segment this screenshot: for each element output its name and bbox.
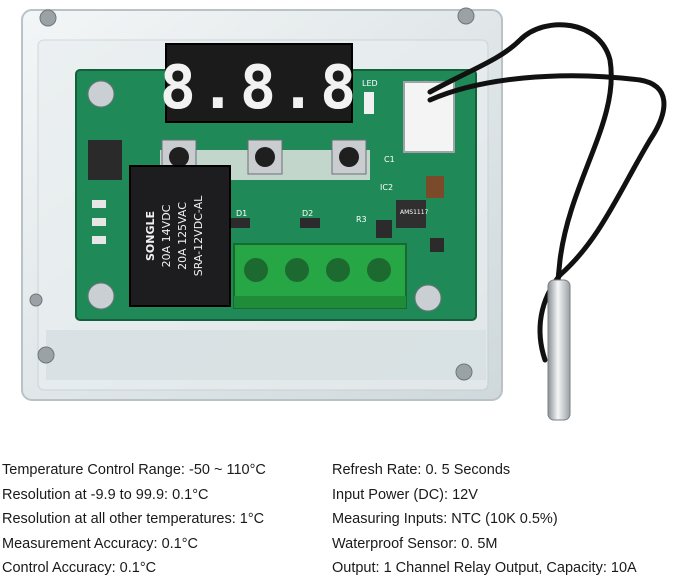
product-photo: D1 D2 R3 C1 IC2 C6 AMS1117 LED 8.8.8 SON… — [21, 7, 667, 421]
spec-resolution-range: Resolution at -9.9 to 99.9: 0.1°C — [2, 486, 209, 503]
temperature-probe — [547, 279, 571, 421]
spec-measurement-accuracy: Measurement Accuracy: 0.1°C — [2, 535, 198, 552]
spec-input-power: Input Power (DC): 12V — [332, 486, 478, 503]
svg-text:C1: C1 — [384, 155, 395, 164]
screw-icon — [39, 9, 57, 27]
spec-column-right: Refresh Rate: 0. 5 Seconds Input Power (… — [332, 458, 637, 581]
tactile-button — [247, 139, 283, 175]
terminal-block — [233, 243, 407, 309]
spec-refresh-rate: Refresh Rate: 0. 5 Seconds — [332, 462, 511, 478]
screw-icon — [29, 293, 43, 307]
specifications: Temperature Control Range: -50 ~ 110°C R… — [0, 458, 679, 577]
svg-text:SRA-12VDC-AL: SRA-12VDC-AL — [192, 195, 205, 276]
spec-column-left: Temperature Control Range: -50 ~ 110°C R… — [2, 458, 266, 581]
spec-resolution-other: Resolution at all other temperatures: 1°… — [2, 511, 265, 528]
spec-control-accuracy: Control Accuracy: 0.1°C — [2, 560, 157, 577]
svg-text:D2: D2 — [302, 209, 313, 218]
tactile-button — [331, 139, 367, 175]
spec-output: Output: 1 Channel Relay Output, Capacity… — [332, 560, 637, 577]
spec-temperature-range: Temperature Control Range: -50 ~ 110°C — [2, 462, 266, 478]
seven-segment-display: 8.8.8 — [160, 43, 361, 123]
screw-icon — [455, 363, 473, 381]
screw-icon — [37, 346, 55, 364]
screw-icon — [457, 7, 475, 25]
svg-text:SONGLE: SONGLE — [144, 211, 157, 261]
spec-measuring-inputs: Measuring Inputs: NTC (10K 0.5%) — [332, 511, 558, 528]
svg-text:20A 14VDC: 20A 14VDC — [160, 204, 173, 267]
svg-text:IC2: IC2 — [380, 183, 393, 192]
svg-text:AMS1117: AMS1117 — [400, 209, 429, 216]
svg-text:20A 125VAC: 20A 125VAC — [176, 202, 189, 270]
svg-text:D1: D1 — [236, 209, 247, 218]
svg-text:8.8.8: 8.8.8 — [160, 53, 361, 123]
relay: SONGLE 20A 14VDC 20A 125VAC SRA-12VDC-AL — [129, 165, 231, 307]
spec-waterproof-sensor: Waterproof Sensor: 0. 5M — [332, 535, 498, 552]
svg-text:R3: R3 — [356, 215, 367, 224]
svg-text:LED: LED — [362, 79, 378, 88]
